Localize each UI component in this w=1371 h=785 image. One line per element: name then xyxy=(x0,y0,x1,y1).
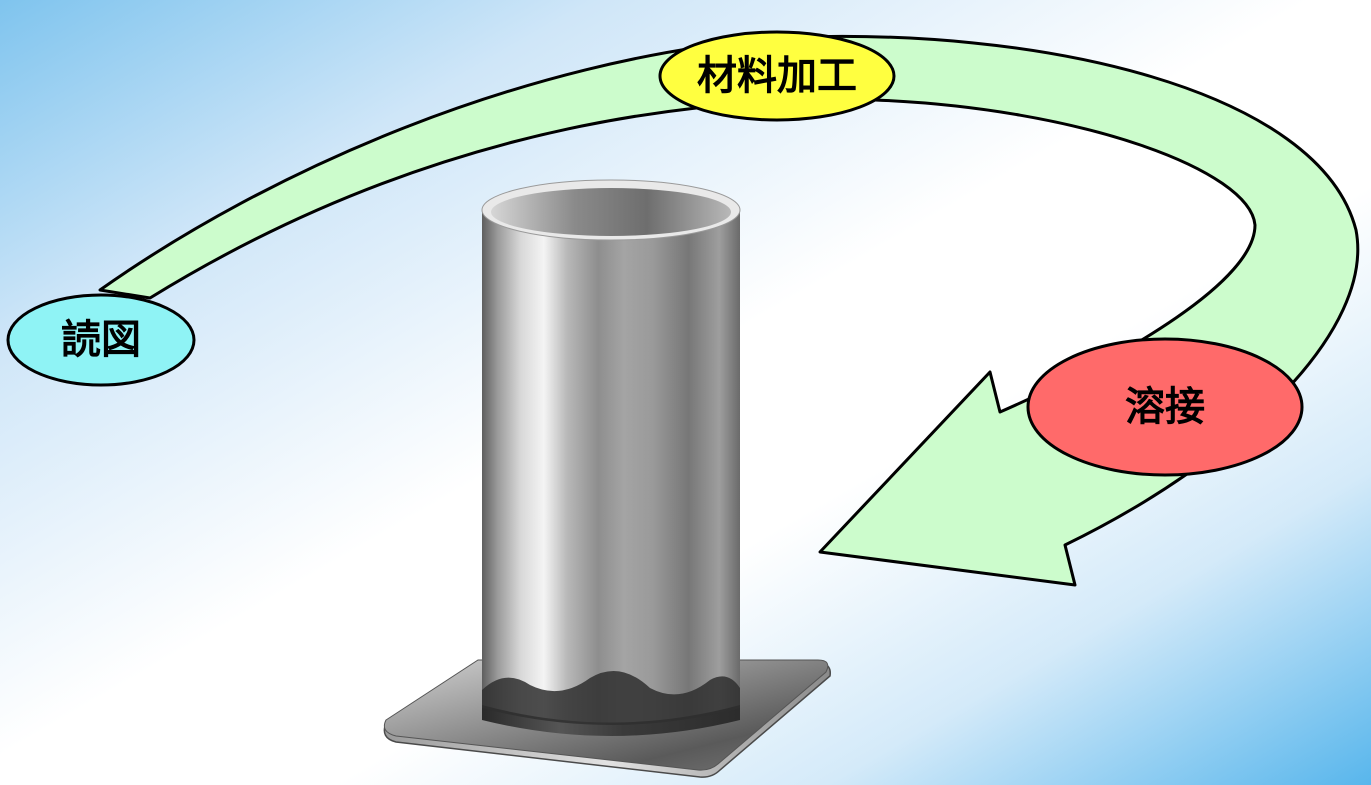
step-welding: 溶接 xyxy=(1026,337,1304,477)
step-reading: 読図 xyxy=(6,293,196,387)
pipe xyxy=(481,179,741,736)
step-welding-label: 溶接 xyxy=(1125,384,1205,430)
weld-bead xyxy=(482,670,740,725)
step-material-label: 材料加工 xyxy=(697,53,857,99)
step-reading-label: 読図 xyxy=(61,317,141,363)
step-reading-bubble xyxy=(6,293,196,387)
step-welding-bubble xyxy=(1026,337,1304,477)
step-material-bubble xyxy=(658,30,896,122)
step-material: 材料加工 xyxy=(658,30,896,122)
